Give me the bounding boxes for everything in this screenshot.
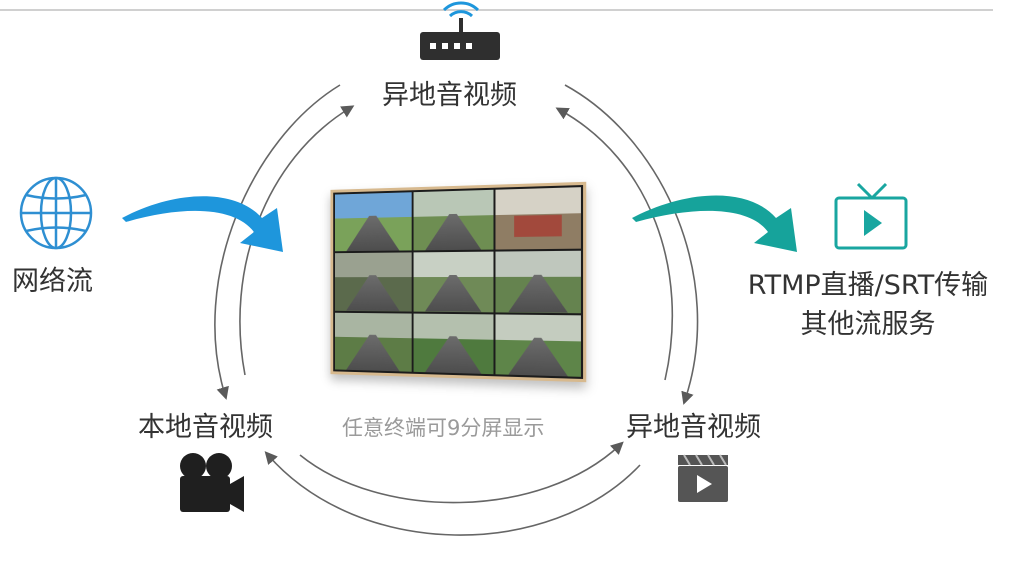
globe-icon xyxy=(19,176,93,250)
center-caption: 任意终端可9分屏显示 xyxy=(342,416,545,440)
clapperboard-play-icon xyxy=(678,454,728,502)
label-remote-av-bottom: 异地音视频 xyxy=(626,412,761,443)
label-other-stream-services: 其他流服务 xyxy=(800,309,936,340)
cycle-arrow-bottomright-to-bottomleft-outer xyxy=(264,451,641,536)
label-remote-av-top: 异地音视频 xyxy=(382,80,517,111)
label-network-stream: 网络流 xyxy=(12,266,93,297)
video-tile-2 xyxy=(413,189,494,251)
video-wall-monitor xyxy=(330,181,587,383)
video-tile-1 xyxy=(335,192,412,252)
video-tile-6 xyxy=(495,251,581,313)
top-divider xyxy=(0,9,993,11)
video-tile-3 xyxy=(495,187,581,250)
cycle-arrow-bottomright-to-top-inner xyxy=(555,107,674,381)
output-arrow-teal xyxy=(632,195,797,252)
input-arrow-blue xyxy=(122,196,283,252)
video-tile-4 xyxy=(335,252,412,312)
cycle-arrow-bottomleft-to-bottomright-inner xyxy=(299,441,624,504)
video-tile-8 xyxy=(413,313,494,375)
video-camera-icon xyxy=(180,453,244,512)
label-rtmp-srt: RTMP直播/SRT传输 xyxy=(747,270,989,301)
tv-play-icon xyxy=(834,182,908,250)
router-wifi-icon xyxy=(420,1,500,60)
video-tile-5 xyxy=(413,251,494,313)
cycle-arrow-top-to-bottomright-outer xyxy=(564,84,699,405)
video-tile-9 xyxy=(495,314,581,377)
video-tile-7 xyxy=(335,312,412,372)
label-local-av: 本地音视频 xyxy=(138,412,273,443)
